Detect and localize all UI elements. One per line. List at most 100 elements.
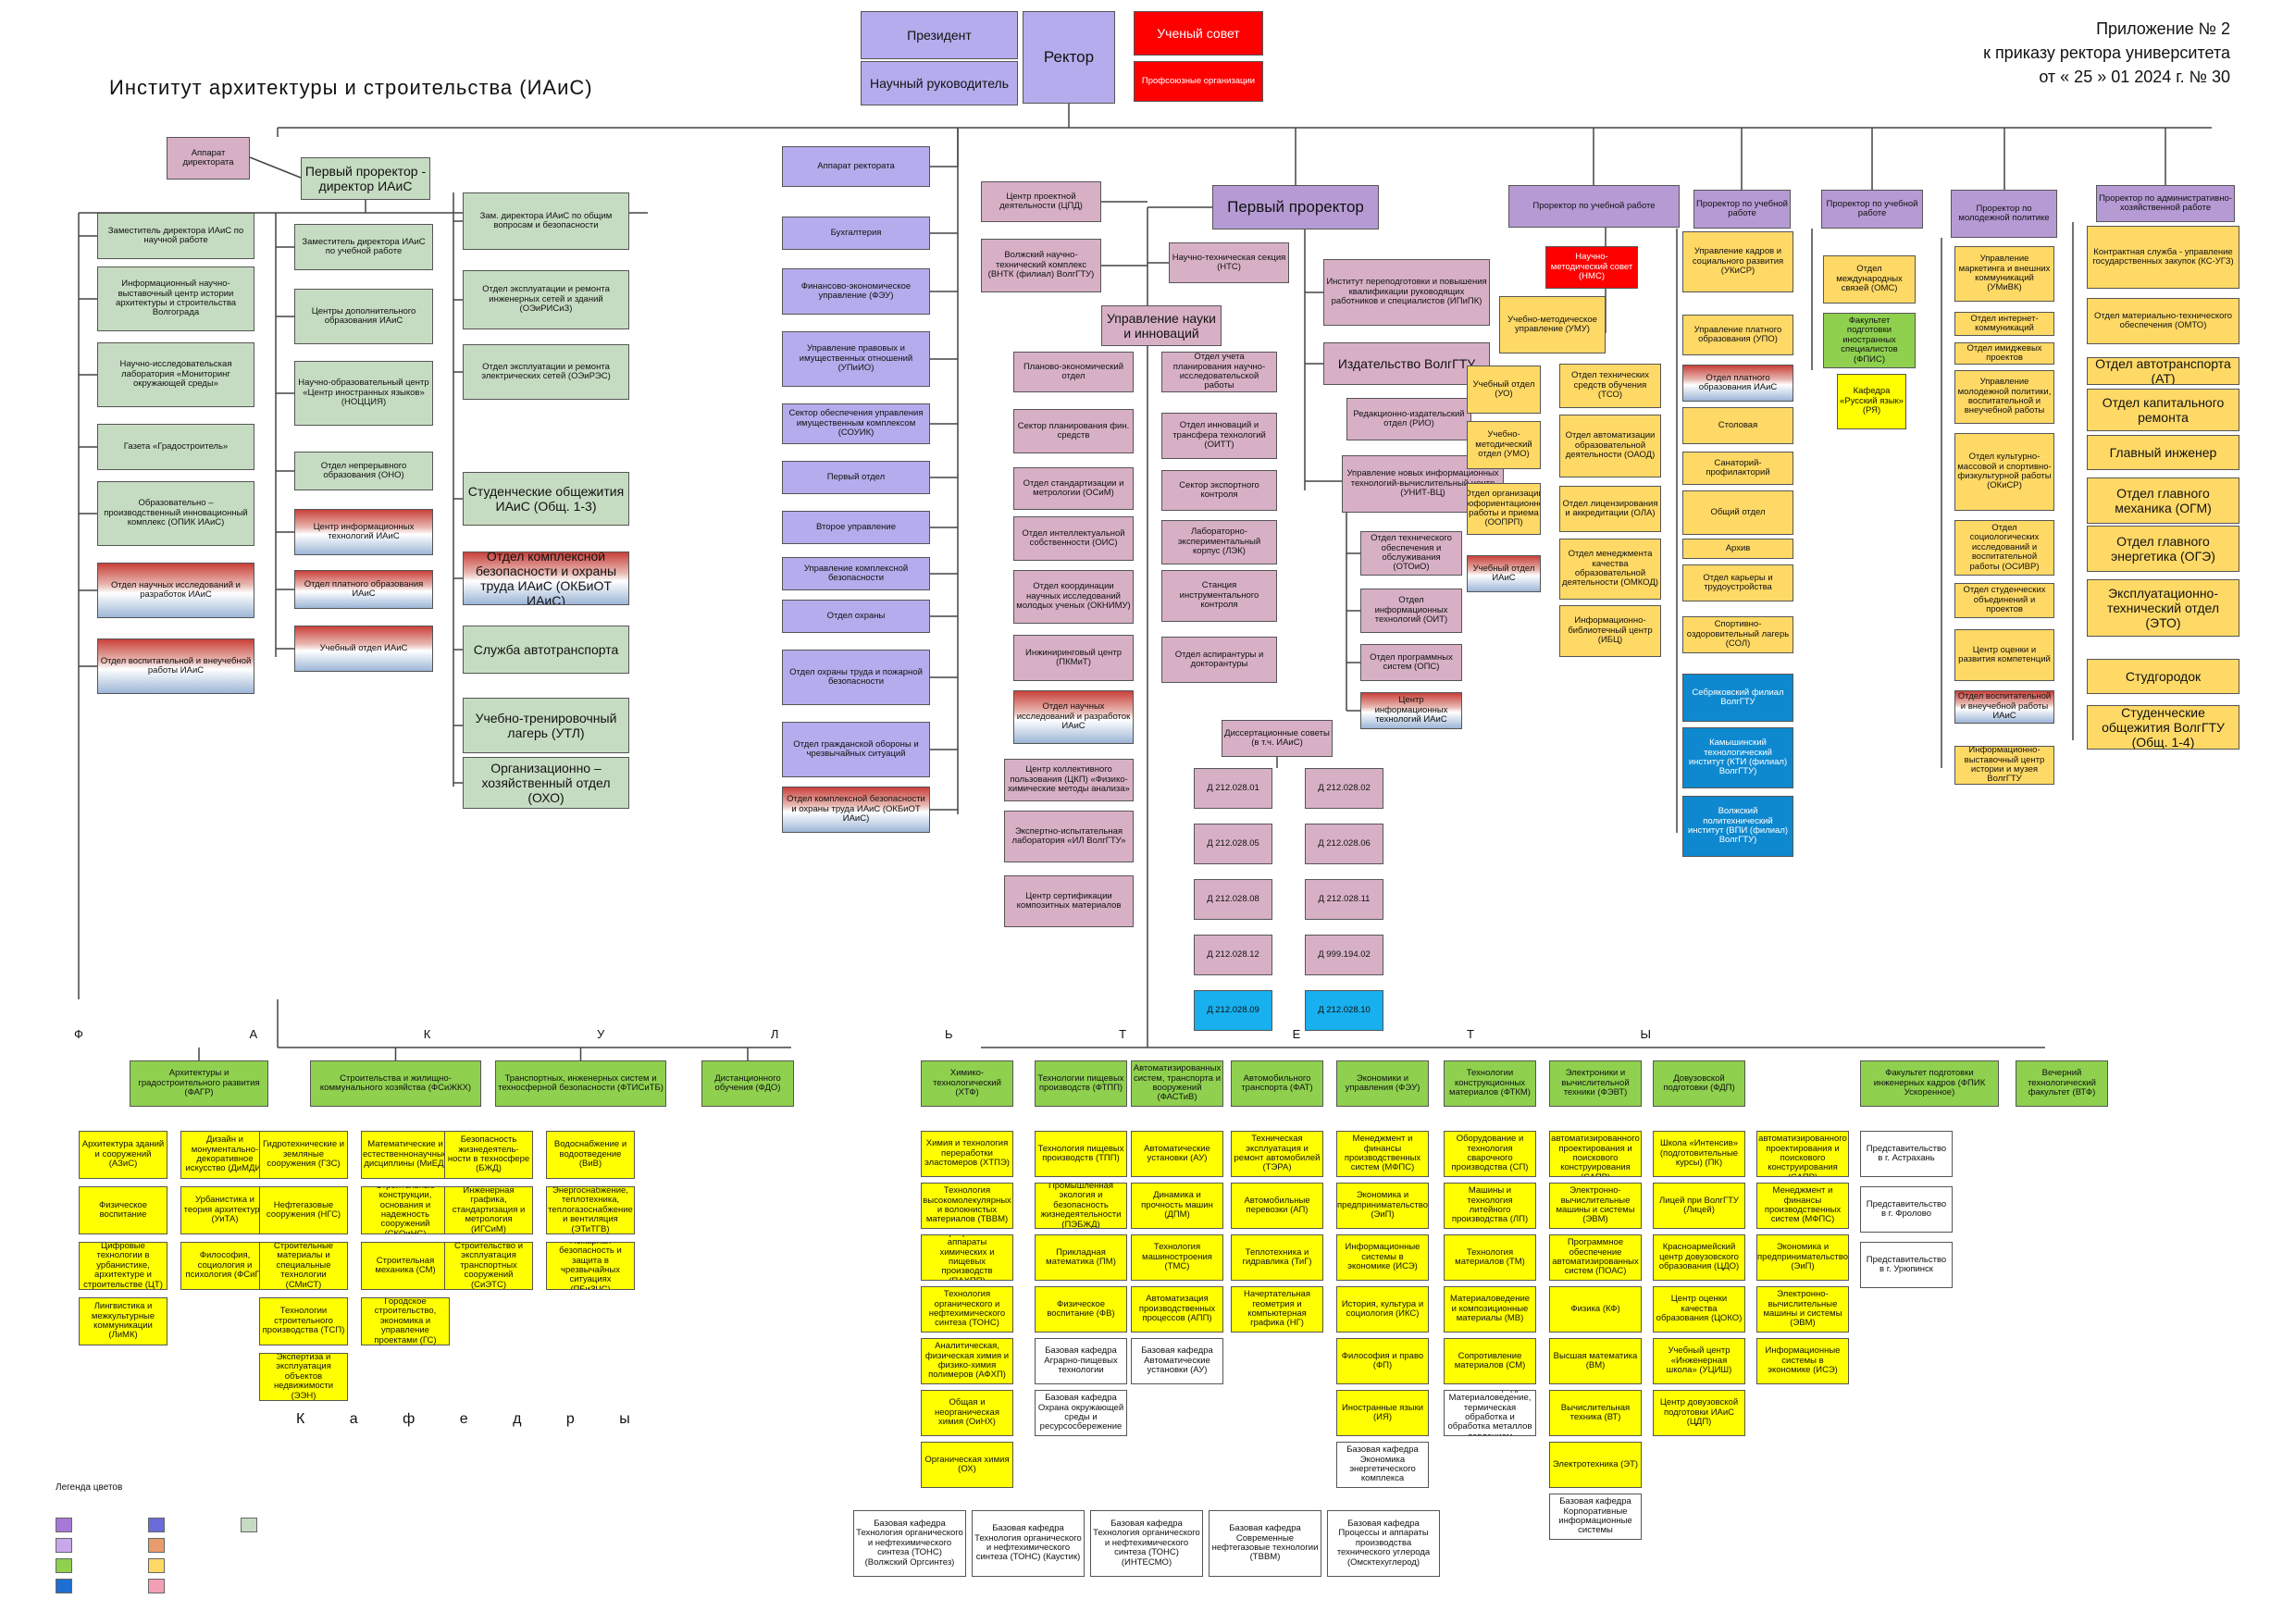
legend-swatch xyxy=(148,1518,165,1532)
edu-left-unit: Учебно-методический отдел (УМО) xyxy=(1467,421,1541,469)
legend-swatch xyxy=(148,1558,165,1573)
iais-department: Строительные материалы и специальные тех… xyxy=(259,1242,348,1290)
dissertation-council: Д 212.028.11 xyxy=(1305,879,1383,920)
admin-unit: Отдел главного механика (ОГМ) xyxy=(2087,477,2239,524)
iais-department: Строительная механика (СМ) xyxy=(361,1242,450,1290)
admin-unit: Отдел автотранспорта (АТ) xyxy=(2087,357,2239,385)
iais-department: Нефтегазовые сооружения (НГС) xyxy=(259,1186,348,1234)
admin-unit: Отдел материально-технического обеспечен… xyxy=(2087,298,2239,344)
science-management-box: Управление науки и инноваций xyxy=(1101,305,1222,346)
vstu-department: Экономика и предпринимательство (ЭиП) xyxy=(1756,1234,1849,1281)
vstu-department: Менеджмент и финансы производственных си… xyxy=(1756,1183,1849,1229)
edu-left-unit: Учебный отдел ИАиС xyxy=(1467,555,1541,592)
admin-unit: Отдел главного энергетика (ОГЭ) xyxy=(2087,526,2239,572)
oms-box: Отдел международных связей (ОМС) xyxy=(1823,255,1916,304)
iais-first-prorector-box: Первый проректор - директор ИАиС xyxy=(301,157,430,200)
base-department: Базовая кафедра Автоматические установки… xyxy=(1131,1338,1223,1384)
vstu-department: Электронно-вычислительные машины и систе… xyxy=(1549,1183,1642,1229)
dissertation-council: Д 212.028.10 xyxy=(1305,990,1383,1031)
science-left-unit: Сектор планирования фин. средств xyxy=(1013,409,1134,453)
rectorate-unit: Финансово-экономическое управление (ФЭУ) xyxy=(782,268,930,315)
dissertation-councils-box: Диссертационные советы (в т.ч. ИАиС) xyxy=(1222,720,1333,757)
edu2-unit: Себряковский филиал ВолгГТУ xyxy=(1682,674,1793,722)
iais-department: Лингвистика и межкультурные коммуникации… xyxy=(79,1297,167,1345)
vstu-department: Системы автоматизированного проектирован… xyxy=(1549,1131,1642,1177)
unit-sub: Отдел программных систем (ОПС) xyxy=(1360,644,1462,681)
rectorate-unit: Второе управление xyxy=(782,511,930,544)
unit-sub: Отдел информационных технологий (ОИТ) xyxy=(1360,589,1462,633)
vstu-faculty: Факультет подготовки инженерных кадров (… xyxy=(1860,1060,1999,1107)
cpd-box: Центр проектной деятельности (ЦПД) xyxy=(981,181,1101,222)
legend-swatch xyxy=(56,1538,72,1553)
iais-col2-unit: Отдел непрерывного образования (ОНО) xyxy=(294,452,433,490)
science-right-unit: Отдел инноваций и трансфера технологий (… xyxy=(1161,413,1277,459)
edu2-unit: Отдел платного образования ИАиС xyxy=(1682,365,1793,402)
iais-col2-unit: Заместитель директора ИАиС по учебной ра… xyxy=(294,224,433,270)
vstu-department: Высшая математика (ВМ) xyxy=(1549,1338,1642,1384)
iais-department: Строительные конструкции, основания и на… xyxy=(361,1186,450,1234)
iais-col1-unit: Отдел воспитательной и внеучебной работы… xyxy=(97,638,254,694)
iais-department: Экспертиза и эксплуатация объектов недви… xyxy=(259,1353,348,1401)
academic-council-box: Ученый совет xyxy=(1134,11,1263,56)
youth-unit: Отдел интернет-коммуникаций xyxy=(1954,312,2054,336)
iais-faculty: Архитектуры и градостроительного развити… xyxy=(130,1060,268,1107)
base-department: Базовая кафедра Материаловедение, термич… xyxy=(1444,1390,1536,1436)
iais-department: Строительство и эксплуатация транспортны… xyxy=(444,1242,533,1290)
publishing-box: Издательство ВолгГТУ xyxy=(1323,342,1490,385)
rectorate-unit: Отдел охраны xyxy=(782,600,930,633)
science-small-unit: Центр коллективного пользования (ЦКП) «Ф… xyxy=(1004,759,1134,801)
connector-line xyxy=(249,156,302,179)
admin-unit: Главный инженер xyxy=(2087,435,2239,470)
dissertation-council: Д 999.194.02 xyxy=(1305,935,1383,975)
youth-unit: Управление маркетинга и внешних коммуник… xyxy=(1954,246,2054,302)
vstu-department: Материаловедение и композиционные матери… xyxy=(1444,1286,1536,1333)
edu2-unit: Столовая xyxy=(1682,407,1793,444)
base-department: Базовая кафедра Аграрно-пищевых технолог… xyxy=(1035,1338,1127,1384)
iais-department: Урбанистика и теория архитектуры (УиТА) xyxy=(180,1186,269,1234)
iais-department: Энергоснабжение, теплотехника, теплогазо… xyxy=(546,1186,635,1234)
iais-department: Философия, социология и психология (ФСиП… xyxy=(180,1242,269,1290)
base-department: Базовая кафедра Корпоративные информацио… xyxy=(1549,1494,1642,1540)
vstu-department: Информационные системы в экономике (ИСЭ) xyxy=(1336,1234,1429,1281)
science-small-unit: Центр сертификации композитных материало… xyxy=(1004,875,1134,927)
vstu-department: Общая и неорганическая химия (ОиНХ) xyxy=(921,1390,1013,1436)
rectorate-unit: Аппарат ректората xyxy=(782,146,930,187)
representative-office: Представительство в г. Урюпинск xyxy=(1860,1242,1953,1288)
edu2-unit: Управление кадров и социального развития… xyxy=(1682,231,1793,292)
edu2-unit: Отдел карьеры и трудоустройства xyxy=(1682,564,1793,601)
edu-left-unit: Учебный отдел (УО) xyxy=(1467,366,1541,414)
iais-col3-unit: Отдел эксплуатации и ремонта электрическ… xyxy=(463,344,629,400)
dissertation-council: Д 212.028.06 xyxy=(1305,824,1383,864)
admin-unit: Студенческие общежития ВолгГТУ (Общ. 1-4… xyxy=(2087,705,2239,750)
unit-sub: Центр информационных технологий ИАиС xyxy=(1360,692,1462,729)
science-left-unit: Планово-экономический отдел xyxy=(1013,352,1134,392)
edu-prorector-box: Проректор по учебной работе xyxy=(1508,185,1680,228)
admin-unit: Эксплуатационно-технический отдел (ЭТО) xyxy=(2087,579,2239,637)
vstu-department: Центр довузовской подготовки ИАиС (ЦДП) xyxy=(1653,1390,1745,1436)
base-department-row: Базовая кафедра Процессы и аппараты прои… xyxy=(1327,1510,1440,1577)
edu2-unit: Камышинский технологический институт (КТ… xyxy=(1682,727,1793,788)
dissertation-council: Д 212.028.08 xyxy=(1194,879,1272,920)
iais-col3-unit: Организационно – хозяйственный отдел (ОХ… xyxy=(463,757,629,809)
vstu-department: Электронно-вычислительные машины и систе… xyxy=(1756,1286,1849,1333)
dissertation-council: Д 212.028.12 xyxy=(1194,935,1272,975)
edu-right-unit: Отдел лицензирования и аккредитации (ОЛА… xyxy=(1559,486,1661,532)
iais-col3-unit: Отдел комплексной безопасности и охраны … xyxy=(463,552,629,605)
vstu-department: Процессы и аппараты химических и пищевых… xyxy=(921,1234,1013,1281)
science-left-unit: Отдел координации научных исследований м… xyxy=(1013,570,1134,624)
scientific-director-box: Научный руководитель xyxy=(861,61,1018,105)
youth-unit: Отдел социологических исследований и вос… xyxy=(1954,520,2054,576)
iais-department: Водоснабжение и водоотведение (ВиВ) xyxy=(546,1131,635,1179)
vstu-department: Красноармейский центр довузовского образ… xyxy=(1653,1234,1745,1281)
vstu-department: Философия и право (ФП) xyxy=(1336,1338,1429,1384)
iais-department: Гидротехнические и земляные сооружения (… xyxy=(259,1131,348,1179)
vstu-faculty: Экономики и управления (ФЭУ) xyxy=(1336,1060,1429,1107)
legend-swatch xyxy=(148,1538,165,1553)
youth-unit: Отдел имиджевых проектов xyxy=(1954,342,2054,365)
admin-unit: Контрактная служба - управление государс… xyxy=(2087,226,2239,289)
iais-department: Инженерная графика, стандартизация и мет… xyxy=(444,1186,533,1234)
iais-col2-unit: Научно-образовательный центр «Центр инос… xyxy=(294,361,433,426)
vstu-department: Автоматические установки (АУ) xyxy=(1131,1131,1223,1177)
legend-title: Легенда цветов xyxy=(56,1482,123,1493)
russian-language-dept: Кафедра «Русский язык» (РЯ) xyxy=(1837,374,1906,429)
